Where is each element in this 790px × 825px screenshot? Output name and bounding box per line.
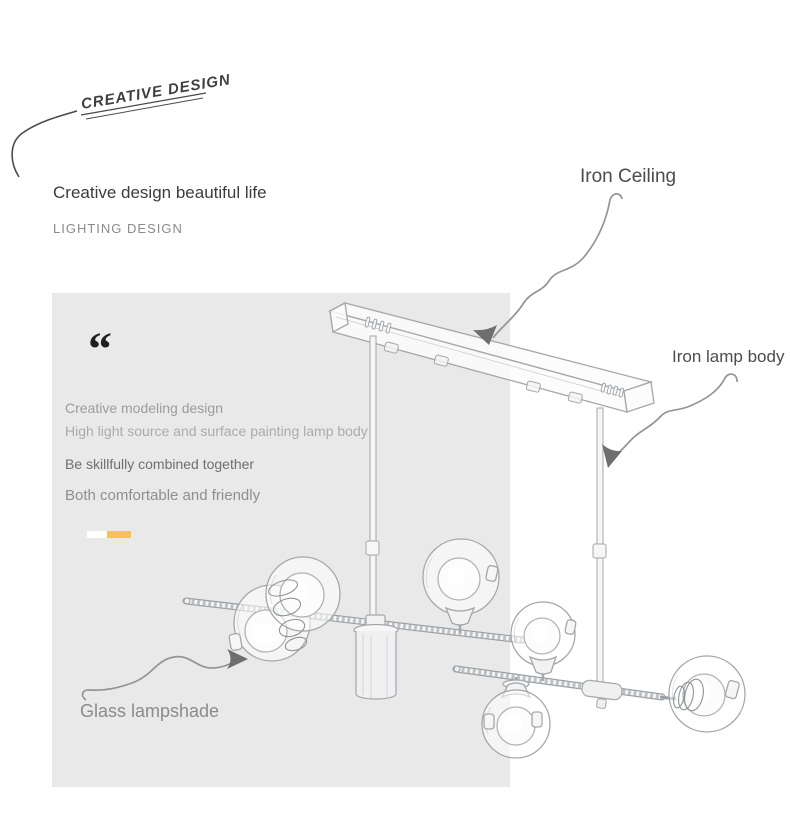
feature-line-4: Both comfortable and friendly bbox=[65, 487, 261, 504]
handwritten-text: CREATIVE DESIGN bbox=[80, 71, 232, 113]
right-rod bbox=[596, 407, 604, 684]
swoosh-line bbox=[11, 110, 78, 178]
iron-ceiling-arrow bbox=[492, 193, 623, 339]
handwritten-flourish: CREATIVE DESIGN bbox=[11, 71, 232, 178]
vent-slots-right bbox=[600, 382, 625, 398]
accent-bar-white bbox=[87, 531, 107, 538]
callout-glass-lampshade: Glass lampshade bbox=[80, 701, 220, 721]
feature-line-3: Be skillfully combined together bbox=[65, 456, 255, 472]
end-socket-fitting bbox=[673, 678, 704, 712]
globe-tab bbox=[724, 680, 740, 700]
accent-bar bbox=[87, 531, 131, 538]
iron-lamp-body-arrow bbox=[610, 373, 738, 462]
lower-arm-tip bbox=[659, 695, 677, 701]
right-rod-coupling bbox=[592, 543, 607, 559]
page-subtitle: LIGHTING DESIGN bbox=[53, 221, 183, 236]
callout-iron-ceiling: Iron Ceiling bbox=[580, 166, 677, 187]
feature-line-2: High light source and surface painting l… bbox=[65, 423, 368, 439]
globe-tab bbox=[531, 711, 543, 728]
underline-1 bbox=[80, 92, 207, 116]
iron-lamp-body-arrowhead bbox=[602, 444, 622, 468]
page-title: Creative design beautiful life bbox=[53, 183, 267, 202]
arm-rod-connector bbox=[581, 679, 623, 709]
bar-right-end bbox=[623, 381, 655, 413]
globe-tab bbox=[564, 619, 577, 635]
accent-bar-yellow bbox=[107, 531, 131, 538]
feature-line-1: Creative modeling design bbox=[65, 400, 223, 416]
underline-2 bbox=[85, 97, 204, 120]
quote-icon: “ bbox=[88, 323, 112, 376]
glass-globe-mid-right bbox=[510, 601, 577, 681]
connector-stub bbox=[596, 698, 607, 709]
glass-globe-far-right bbox=[668, 655, 746, 733]
globe-holder-cone bbox=[528, 655, 558, 675]
callout-iron-lamp-body: Iron lamp body bbox=[672, 347, 785, 366]
